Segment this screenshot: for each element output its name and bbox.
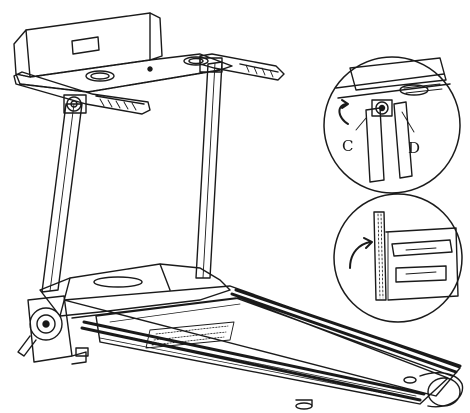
handlebar-right xyxy=(199,53,285,81)
fastener-bolt xyxy=(375,101,389,115)
upright-right xyxy=(195,57,223,279)
display-window xyxy=(71,36,100,55)
running-deck xyxy=(63,285,464,410)
callout-label-c: C xyxy=(342,137,353,155)
callout-label-d: D xyxy=(408,139,420,157)
cup-holder-right xyxy=(183,56,209,66)
hood-grip xyxy=(93,276,143,288)
rear-foot-left xyxy=(295,402,313,410)
fold-hinge xyxy=(17,295,89,365)
console xyxy=(13,12,233,93)
detail-callout-fastener xyxy=(323,56,461,194)
handlebar-left xyxy=(13,71,151,115)
cup-holder-left xyxy=(85,70,115,82)
upright-left xyxy=(41,94,87,293)
detail-callout-fold-lock xyxy=(333,193,463,323)
motor-hood xyxy=(39,263,231,317)
